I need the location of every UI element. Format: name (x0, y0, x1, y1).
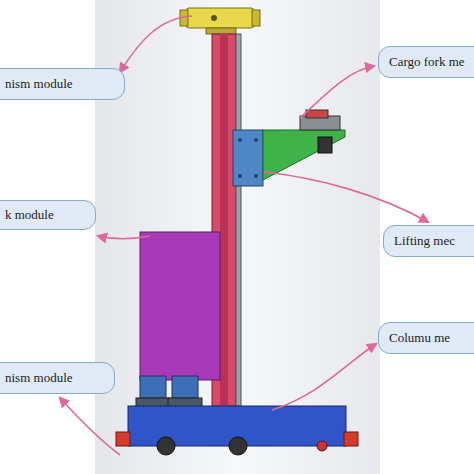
viewport-ground (95, 0, 380, 474)
callout-label: nism module (5, 76, 73, 92)
callout-label: k module (5, 207, 54, 223)
callout-label: nism module (5, 370, 73, 386)
callout-box: Columu me (378, 322, 474, 354)
callout-label: Lifting mec (394, 233, 455, 249)
top-mechanism (180, 8, 260, 34)
callout-box: nism module (0, 68, 125, 100)
callout-box: k module (0, 200, 96, 230)
callout-box: nism module (0, 362, 115, 394)
drive-motors (136, 376, 202, 408)
callout-label: Columu me (389, 330, 450, 346)
callout-box: Cargo fork me (378, 46, 474, 78)
callout-label: Cargo fork me (389, 54, 465, 70)
callout-box: Lifting mec (383, 225, 474, 257)
travel-base (116, 406, 358, 455)
control-box (140, 232, 220, 380)
